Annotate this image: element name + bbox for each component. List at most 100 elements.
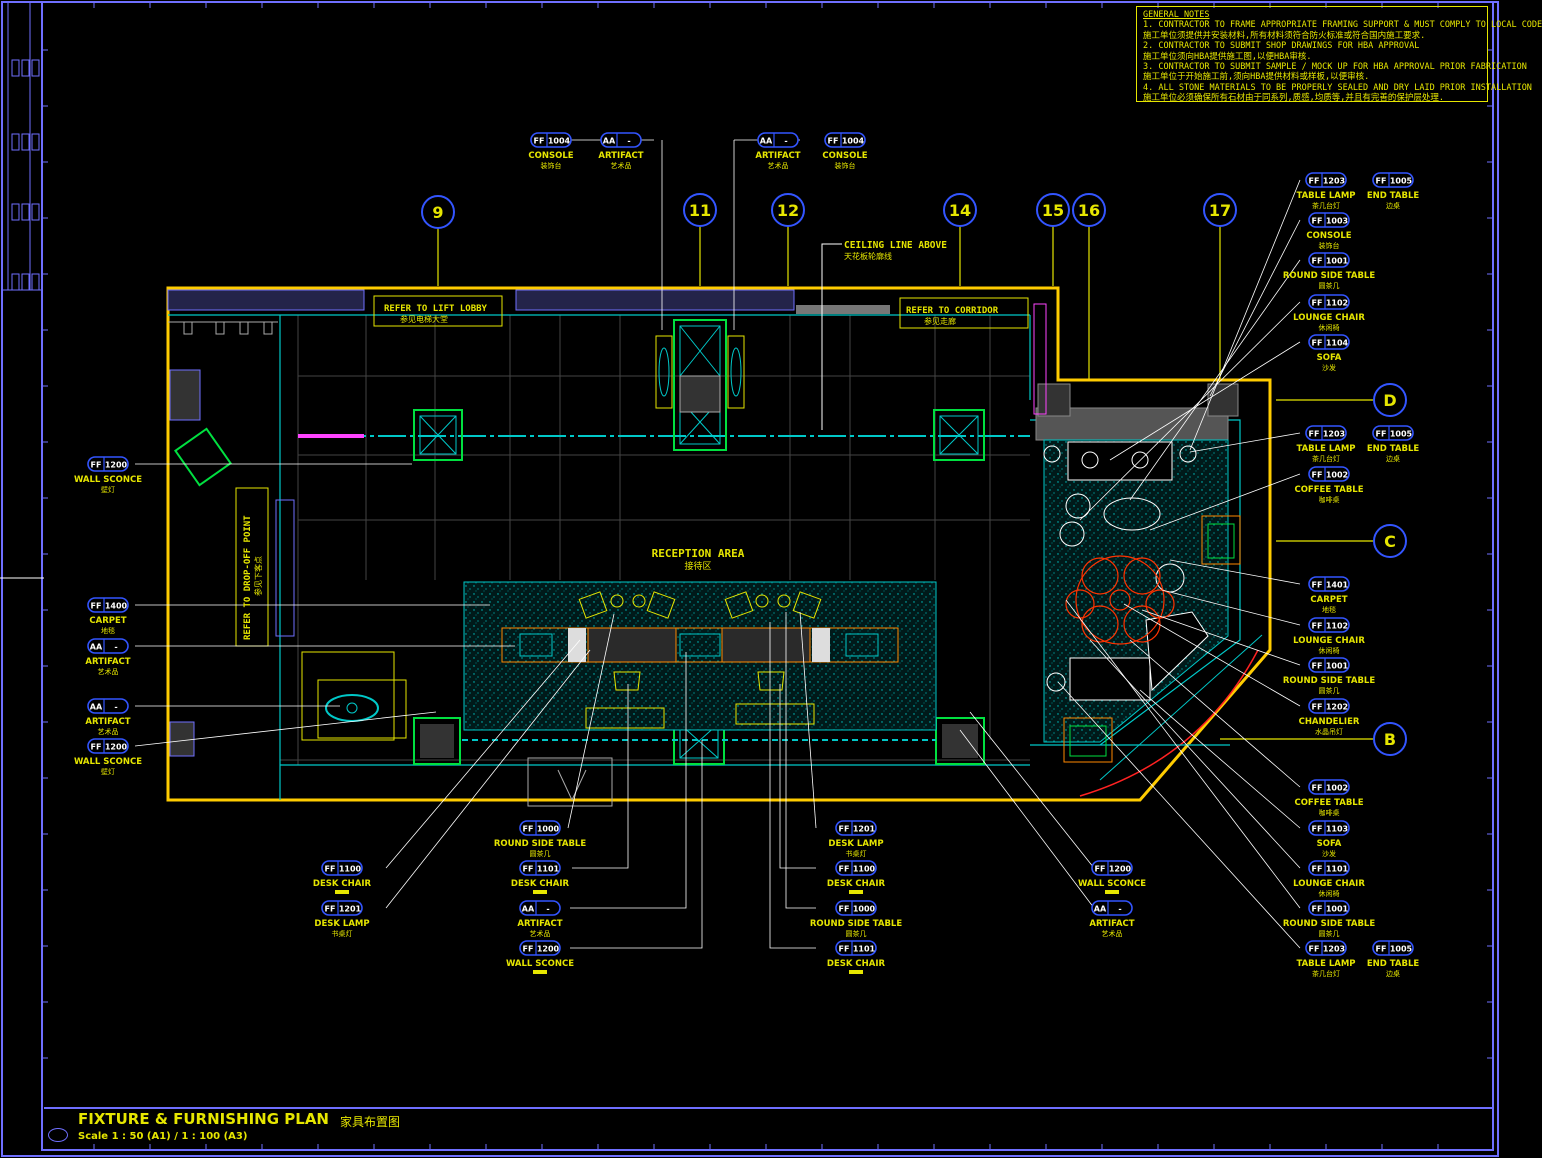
tag-number: 1001 (1326, 905, 1349, 914)
tag-name: CONSOLE (1306, 231, 1351, 241)
tag-name: ARTIFACT (1089, 919, 1134, 929)
grid-bubble-17: 17 (1203, 193, 1237, 227)
tag-name-cn: 装饰台 (541, 161, 562, 170)
wall-panel (167, 289, 365, 311)
tag-code: FF (1309, 945, 1320, 954)
tag-name: TABLE LAMP (1296, 191, 1355, 201)
grid-bubble-circle (1373, 383, 1407, 417)
tag-outline (1372, 172, 1414, 188)
title-bubble-icon (48, 1128, 68, 1142)
tag-name: WALL SCONCE (74, 475, 142, 485)
tag-name-cn: 沙发 (1322, 849, 1336, 858)
tag-number: 1201 (853, 825, 876, 834)
general-note-line: 4. ALL STONE MATERIALS TO BE PROPERLY SE… (1143, 82, 1532, 93)
tag-name: CARPET (89, 616, 126, 626)
tag-number: 1002 (1326, 784, 1348, 793)
grid-lines (437, 226, 1373, 740)
tag-name-cn: 圆茶几 (1319, 929, 1340, 938)
tag-name-cn: 书桌灯 (846, 849, 867, 858)
grid-bubble-circle (1072, 193, 1106, 227)
grid-bubble-circle (1036, 193, 1070, 227)
grid-bubble-circle (421, 195, 455, 229)
ceiling-box (413, 409, 463, 461)
general-note-line: 施工单位须向HBA提供施工图,以便HBA审核. (1143, 51, 1312, 62)
tag-name: COFFEE TABLE (1294, 485, 1363, 495)
grid-bubble-circle (1203, 193, 1237, 227)
tag-code: FF (534, 137, 545, 146)
tag-name: ROUND SIDE TABLE (1283, 271, 1376, 281)
tag-name: DESK LAMP (828, 839, 883, 849)
tag-name: CARPET (1310, 595, 1347, 605)
door-swing (527, 757, 613, 807)
reception-label: RECEPTION AREA (652, 547, 745, 560)
left-zone-furniture (169, 369, 201, 757)
tag-code: FF (839, 905, 850, 914)
chandelier (1065, 555, 1175, 645)
corridor-box (899, 297, 1029, 329)
tag-name-cn: 茶几台灯 (1312, 201, 1340, 210)
tag-number: 1102 (1326, 622, 1348, 631)
lounge-corner-table (1063, 717, 1113, 763)
tag-outline (1305, 425, 1347, 441)
general-note-line: 施工单位必须确保所有石材由于同系列,质感,均质等,并且有完善的保护层处理. (1143, 93, 1444, 104)
tag-outline (835, 860, 877, 876)
tag-name-cn: 休闲椅 (1319, 646, 1340, 655)
tag-name-cn: 艺术品 (98, 667, 119, 676)
tag-name: END TABLE (1367, 444, 1420, 454)
tag-name-cn: 休闲椅 (1319, 323, 1340, 332)
tag-name: CONSOLE (822, 151, 867, 161)
tag-name: LOUNGE CHAIR (1293, 636, 1365, 646)
tag-outline (824, 132, 866, 148)
grid-bubble-d: D (1373, 383, 1407, 417)
tag-number: 1005 (1390, 430, 1413, 439)
desk-chairs (578, 591, 822, 729)
tag-name-cn: 装饰台 (1319, 241, 1340, 250)
tag-name-cn: 咖啡桌 (1319, 808, 1340, 817)
tag-code: FF (1312, 581, 1323, 590)
tag-code: FF (1376, 945, 1387, 954)
tag-name-cn: 沙发 (1322, 363, 1336, 372)
tag-name: SOFA (1317, 353, 1342, 363)
tag-number: 1400 (105, 602, 128, 611)
grid-bubble-circle (683, 193, 717, 227)
tag-name: ARTIFACT (517, 919, 562, 929)
general-note-line: 施工单位于开始施工前,须向HBA提供材料或样板,以便审核. (1143, 72, 1370, 83)
drawing-border (41, 1, 1494, 1151)
tag-name-cn: 壁灯 (101, 767, 115, 776)
tag-bar (533, 970, 547, 974)
grid-bubble-11: 11 (683, 193, 717, 227)
tag-name: ROUND SIDE TABLE (1283, 676, 1376, 686)
grid-bubble-circle (771, 193, 805, 227)
tag-outline (835, 820, 877, 836)
tag-code: FF (839, 945, 850, 954)
tag-name-cn: 圆茶几 (530, 849, 551, 858)
tag-code: FF (325, 865, 336, 874)
tag-outline (519, 860, 561, 876)
tag-name-cn: 茶几台灯 (1312, 454, 1340, 463)
tag-outline (87, 738, 129, 754)
tag-outline (87, 456, 129, 472)
tag-number: 1200 (105, 461, 128, 470)
tag-outline (1308, 657, 1350, 673)
reception-label-cn: 接待区 (684, 560, 711, 572)
tag-outline (1308, 212, 1350, 228)
tag-number: 1201 (339, 905, 362, 914)
grid-bubble-c: C (1373, 524, 1407, 558)
grid-bubble-label: D (1383, 391, 1396, 410)
ceiling-box (933, 409, 985, 461)
grid-bubble-15: 15 (1036, 193, 1070, 227)
frame-ticks (42, 2, 1493, 1150)
tag-name-cn: 艺术品 (530, 929, 551, 938)
tag-code: FF (1095, 865, 1106, 874)
grid-bubble-b: B (1373, 722, 1407, 756)
grid-bubble-14: 14 (943, 193, 977, 227)
tag-number: 1003 (1326, 217, 1348, 226)
tag-name: LOUNGE CHAIR (1293, 313, 1365, 323)
